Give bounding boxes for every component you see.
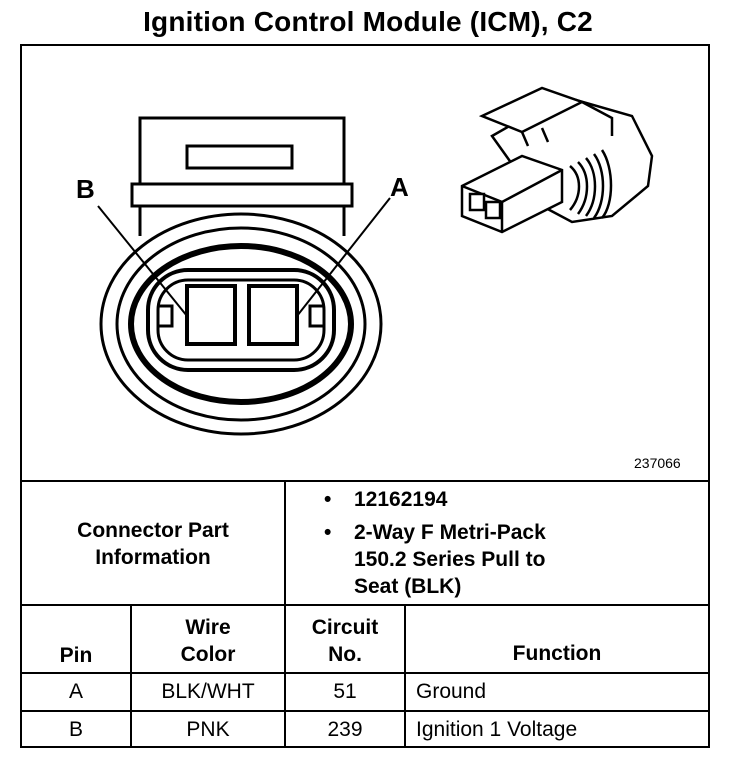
header-circuit: Circuit No. bbox=[286, 614, 404, 668]
bullet-text: 12162194 bbox=[354, 488, 448, 511]
connector-info-bullets: • 12162194 • 2-Way F Metri-Pack 150.2 Se… bbox=[322, 486, 702, 606]
connector-front-view bbox=[99, 116, 383, 436]
row-a-circuit: 51 bbox=[333, 680, 357, 703]
connector-diagram: B A bbox=[76, 86, 654, 436]
row-a-pin: A bbox=[68, 680, 83, 703]
header-circuit-line1: Circuit bbox=[311, 616, 379, 639]
connector-info-label-line2: Information bbox=[95, 546, 211, 569]
header-divider bbox=[22, 672, 708, 674]
connector-info-label-line1: Connector Part bbox=[77, 519, 229, 542]
col-divider-2 bbox=[284, 604, 286, 748]
bullet-text: Seat (BLK) bbox=[354, 575, 462, 598]
row-divider bbox=[22, 710, 708, 712]
connector-perspective-view bbox=[460, 86, 654, 234]
bullet-dot: • bbox=[324, 488, 332, 511]
row-b-circuit: 239 bbox=[327, 718, 363, 741]
row-b-function: Ignition 1 Voltage bbox=[416, 718, 578, 741]
page-title: Ignition Control Module (ICM), C2 bbox=[143, 6, 593, 37]
header-wire-color-line2: Color bbox=[180, 643, 236, 666]
header-pin: Pin bbox=[59, 644, 93, 667]
row-b-pin: B bbox=[68, 718, 83, 741]
table-top-border bbox=[22, 480, 708, 482]
header-wire-color: Wire Color bbox=[132, 614, 284, 668]
row-a-function: Ground bbox=[416, 680, 487, 703]
pin-label-a: A bbox=[390, 172, 409, 202]
header-function: Function bbox=[512, 642, 602, 665]
col-divider-3 bbox=[404, 604, 406, 748]
bullet-dot: • bbox=[324, 521, 332, 544]
header-circuit-line2: No. bbox=[328, 643, 362, 666]
bullet-item: • 12162194 bbox=[322, 486, 702, 513]
bullet-text: 2-Way F Metri-Pack bbox=[354, 521, 546, 544]
diagram-frame bbox=[20, 44, 710, 748]
figure-number: 237066 bbox=[634, 455, 681, 471]
pin-leader-lines bbox=[97, 197, 391, 317]
pin-label-b: B bbox=[76, 174, 95, 204]
col-divider-1 bbox=[130, 604, 132, 748]
row-b-wire-color: PNK bbox=[186, 718, 230, 741]
bullet-text: 150.2 Series Pull to bbox=[354, 548, 546, 571]
info-column-divider bbox=[284, 480, 286, 606]
info-divider bbox=[22, 604, 708, 606]
header-wire-color-line1: Wire bbox=[185, 616, 231, 639]
connector-info-label: Connector Part Information bbox=[22, 517, 284, 571]
row-a-wire-color: BLK/WHT bbox=[161, 680, 255, 703]
bullet-item: • 2-Way F Metri-Pack 150.2 Series Pull t… bbox=[322, 519, 702, 600]
